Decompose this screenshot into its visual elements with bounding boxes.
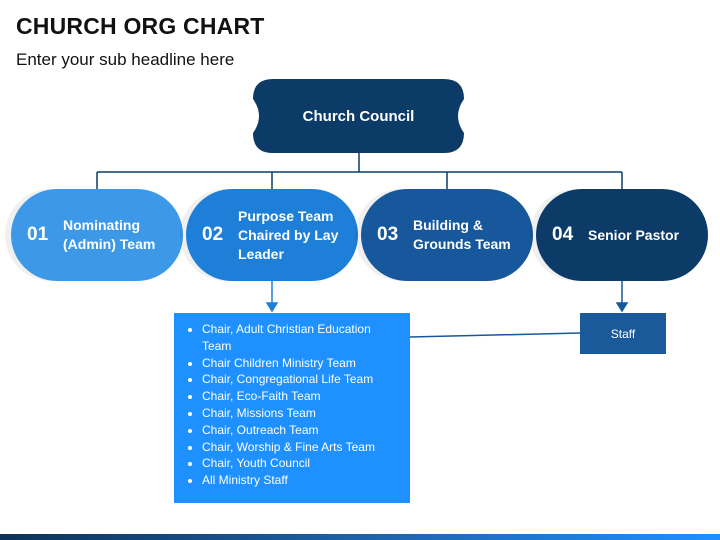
arrow-down-icon	[265, 302, 279, 313]
node-label: Nominating (Admin) Team	[63, 217, 156, 252]
list-item: Chair, Missions Team	[202, 405, 400, 422]
list-item: Chair, Eco-Faith Team	[202, 388, 400, 405]
root-node-fill	[253, 79, 464, 153]
purpose-team-list: Chair, Adult Christian Education Team Ch…	[174, 313, 410, 503]
list-item: Chair, Worship & Fine Arts Team	[202, 439, 400, 456]
page-subtitle: Enter your sub headline here	[16, 50, 235, 69]
staff-box: Staff	[580, 313, 666, 354]
church-council-shape	[253, 79, 464, 153]
list-item: Chair, Outreach Team	[202, 422, 400, 439]
list-item: All Ministry Staff	[202, 472, 400, 489]
node-senior-pastor: 04 Senior Pastor	[536, 189, 708, 281]
list-item: Chair Children Ministry Team	[202, 355, 400, 372]
node-label: Senior Pastor	[588, 226, 680, 243]
node-number: 02	[202, 224, 224, 245]
arrow-down-icon	[615, 302, 629, 313]
list-item: Chair, Adult Christian Education Team	[202, 321, 400, 355]
node-label: Purpose Team Chaired by Lay Leader	[238, 207, 339, 262]
node-building-grounds: 03 Building & Grounds Team	[361, 189, 533, 281]
node-label: Building & Grounds Team	[413, 217, 511, 252]
list-item: Chair, Congregational Life Team	[202, 371, 400, 388]
node-number: 01	[27, 224, 49, 245]
church-council-label: Church Council	[302, 107, 415, 125]
bottom-accent-bar	[0, 534, 720, 540]
list-to-staff-connector	[409, 332, 581, 338]
node-nominating: 01 Nominating (Admin) Team	[11, 189, 183, 281]
page-title: CHURCH ORG CHART	[16, 13, 265, 39]
list-item: Chair, Youth Council	[202, 455, 400, 472]
node-purpose-team: 02 Purpose Team Chaired by Lay Leader	[186, 189, 358, 281]
node-number: 04	[552, 224, 574, 245]
node-number: 03	[377, 224, 399, 245]
